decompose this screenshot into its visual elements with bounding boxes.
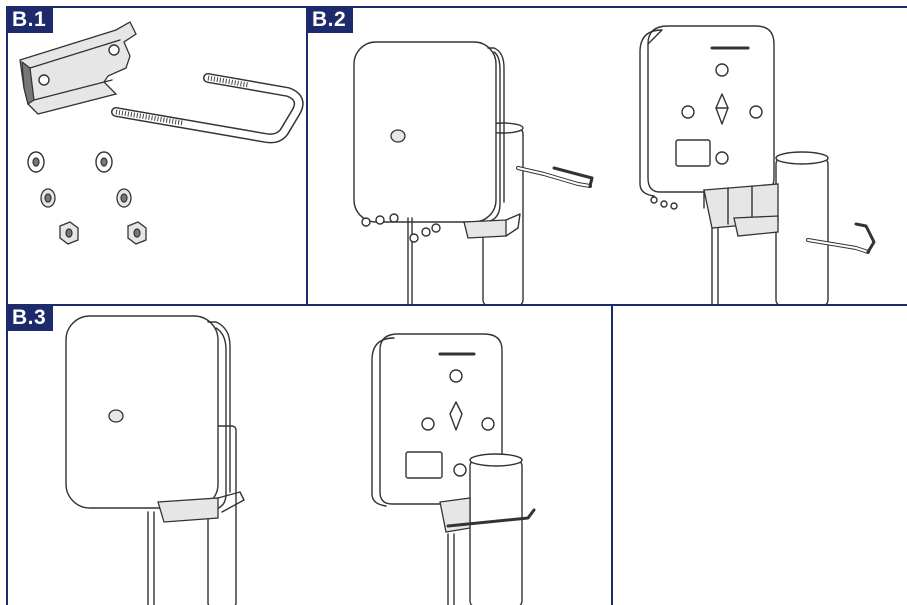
panel-b2: B.2 [306, 6, 907, 306]
u-bolt [111, 73, 304, 144]
panel-label-b2: B.2 [308, 8, 354, 33]
panel-label-b3: B.3 [8, 306, 54, 331]
panel-label-b1: B.1 [8, 8, 54, 33]
b2-assembly-illustration [353, 25, 876, 304]
antenna-front-view [353, 41, 594, 304]
antenna-back-view [639, 25, 876, 304]
mounted-antenna-front [65, 315, 245, 605]
washers-and-nuts [27, 151, 147, 245]
mounted-antenna-back [371, 333, 536, 605]
panel-b3: B.3 [6, 304, 613, 605]
panel-b1: B.1 [6, 6, 308, 306]
b1-parts-illustration [19, 21, 304, 245]
mounting-bracket [19, 21, 137, 115]
b3-mounted-illustration [65, 315, 536, 605]
empty-panel [611, 304, 907, 605]
